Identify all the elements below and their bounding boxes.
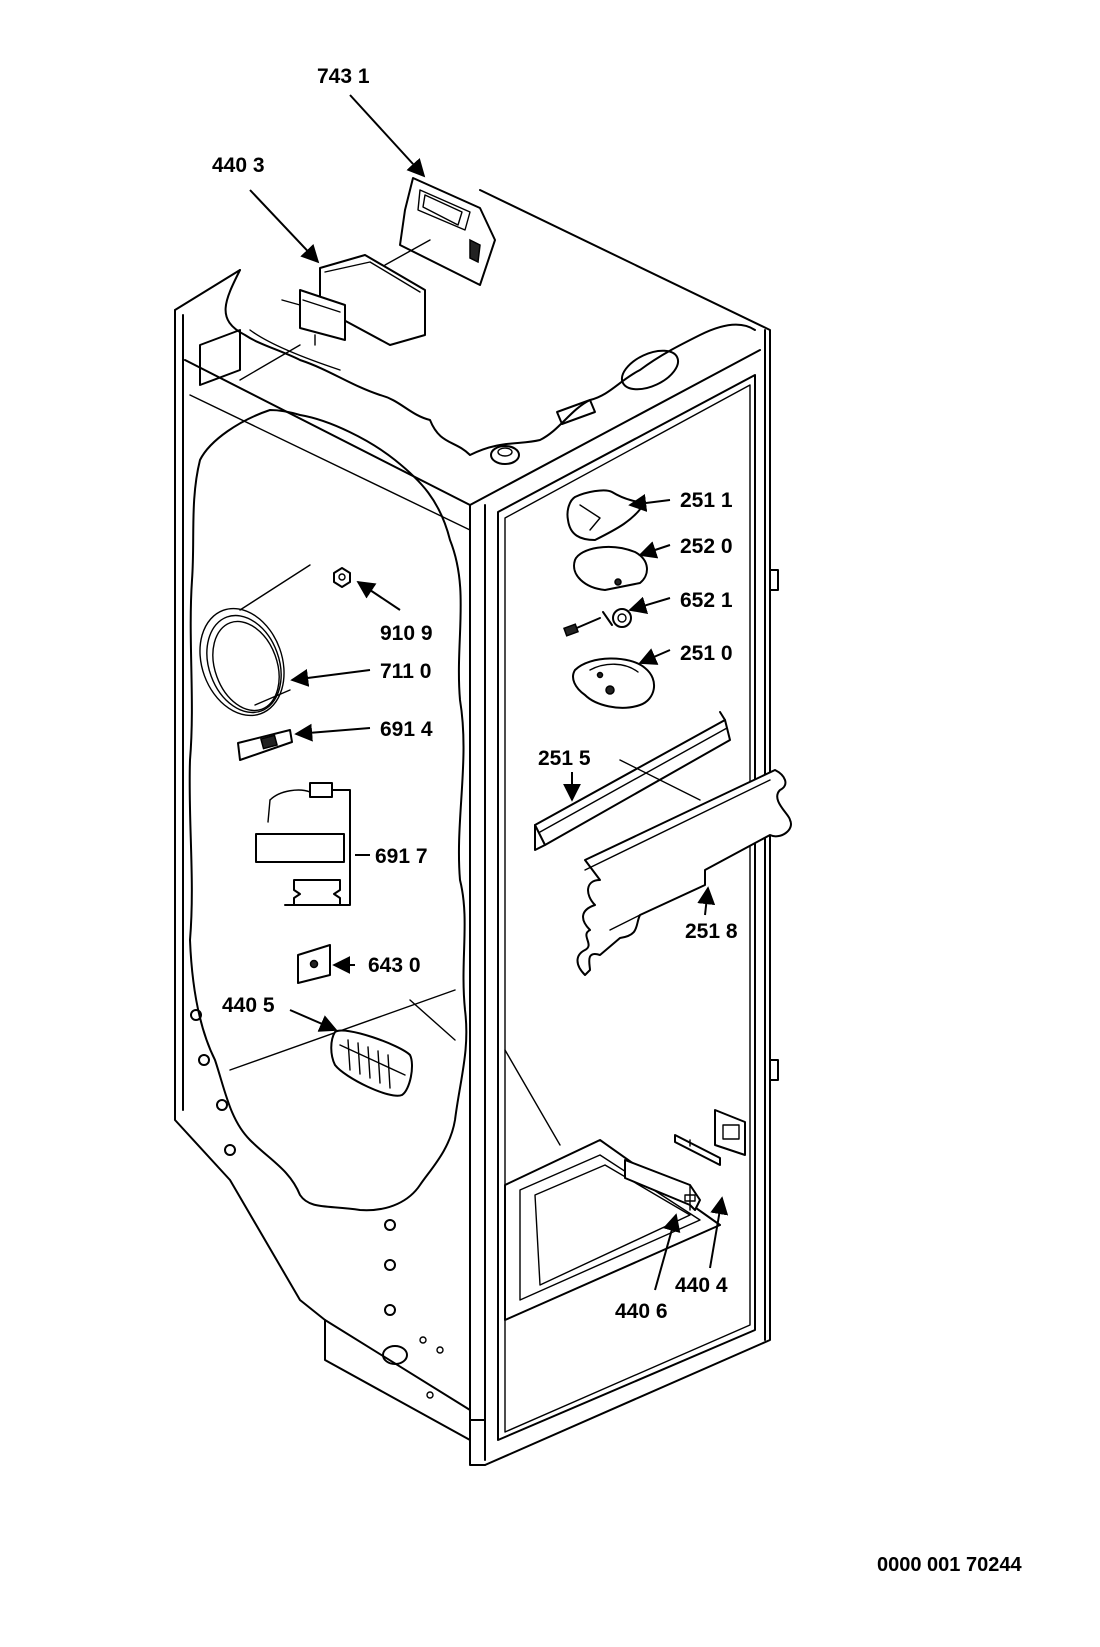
part-251-0-light-housing-shape bbox=[572, 657, 655, 709]
part-652-1-socket-shape bbox=[563, 608, 632, 637]
label-910-9: 910 9 bbox=[380, 622, 433, 645]
label-691-7: 691 7 bbox=[375, 845, 428, 868]
part-910-9-nut-shape bbox=[333, 567, 351, 588]
label-251-0: 251 0 bbox=[680, 642, 733, 665]
leader-lines bbox=[249, 94, 729, 1291]
label-251-5: 251 5 bbox=[538, 747, 591, 770]
label-643-0: 643 0 bbox=[368, 954, 421, 977]
fresh-food-interior bbox=[504, 1049, 721, 1321]
label-251-1: 251 1 bbox=[680, 489, 733, 512]
part-251-5-rail-shape bbox=[534, 711, 731, 851]
label-711-0: 711 0 bbox=[380, 660, 431, 683]
part-711-0-cable-shape bbox=[199, 564, 311, 717]
document-number: 0000 001 70244 bbox=[877, 1554, 1022, 1576]
cabinet-top-cutaway bbox=[199, 269, 756, 465]
part-440-5-grille-shape bbox=[330, 1029, 413, 1097]
label-652-1: 652 1 bbox=[680, 589, 733, 612]
part-251-8-panel-shape bbox=[576, 759, 792, 976]
label-440-3: 440 3 bbox=[212, 154, 265, 177]
label-440-4: 440 4 bbox=[675, 1274, 728, 1297]
part-643-0-shape bbox=[297, 944, 331, 984]
label-251-8: 251 8 bbox=[685, 920, 738, 943]
part-251-1-light-shield-shape bbox=[566, 489, 646, 541]
part-691-4-sensor-shape bbox=[237, 729, 293, 761]
mounting-holes bbox=[190, 1009, 444, 1399]
left-liner-cutaway bbox=[188, 409, 468, 1212]
part-labels: 743 1 440 3 251 1 252 0 652 1 251 0 910 … bbox=[212, 65, 738, 1323]
label-440-6: 440 6 bbox=[615, 1300, 668, 1323]
part-440-3-housing-shape bbox=[239, 239, 431, 381]
part-440-4-bracket-shape bbox=[674, 1109, 746, 1166]
part-252-0-lens-shape bbox=[573, 545, 648, 591]
part-691-7-kit-shape bbox=[255, 782, 351, 906]
part-743-1-bracket-shape bbox=[399, 177, 496, 286]
label-691-4: 691 4 bbox=[380, 718, 433, 741]
label-743-1: 743 1 bbox=[317, 65, 370, 88]
part-440-6-bracket-shape bbox=[624, 1159, 701, 1211]
label-440-5: 440 5 bbox=[222, 994, 275, 1017]
label-252-0: 252 0 bbox=[680, 535, 733, 558]
